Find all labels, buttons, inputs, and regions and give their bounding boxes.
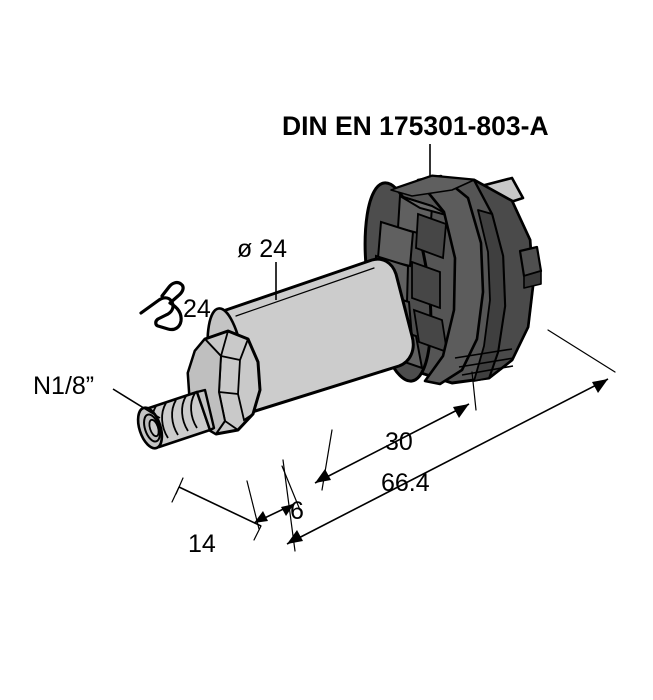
dimension-thread-length <box>171 477 262 541</box>
sensor-body-highlight <box>235 267 375 317</box>
thread-bore-inner <box>148 418 160 438</box>
connector-end-cap-shade <box>473 209 506 382</box>
dimension-connector-length <box>314 371 477 491</box>
connector-bottom-ridges <box>454 348 515 376</box>
dimension-label-6: 6 <box>290 497 304 525</box>
threaded-process-connection <box>136 388 216 450</box>
dimension-hex-width <box>246 465 301 530</box>
thread-label-leader <box>112 388 161 419</box>
dimension-label-66-4: 66.4 <box>381 469 430 497</box>
thread-shoulder <box>195 388 216 432</box>
mounting-tab-side <box>518 245 543 289</box>
thread-label: N1/8” <box>33 372 94 400</box>
dimension-label-14: 14 <box>188 530 216 558</box>
dimension-overall-length <box>282 329 616 552</box>
wrench-icon <box>139 280 185 332</box>
connector-collar-band <box>416 174 485 386</box>
wrench-size-label: 24 <box>183 295 211 323</box>
connector-inner-shadow <box>411 212 449 354</box>
diameter-label: ø 24 <box>237 235 287 263</box>
dimension-label-30: 30 <box>385 428 413 456</box>
connector-standard-title: DIN EN 175301-803-A <box>282 111 549 141</box>
connector-top-highlight <box>390 175 475 197</box>
